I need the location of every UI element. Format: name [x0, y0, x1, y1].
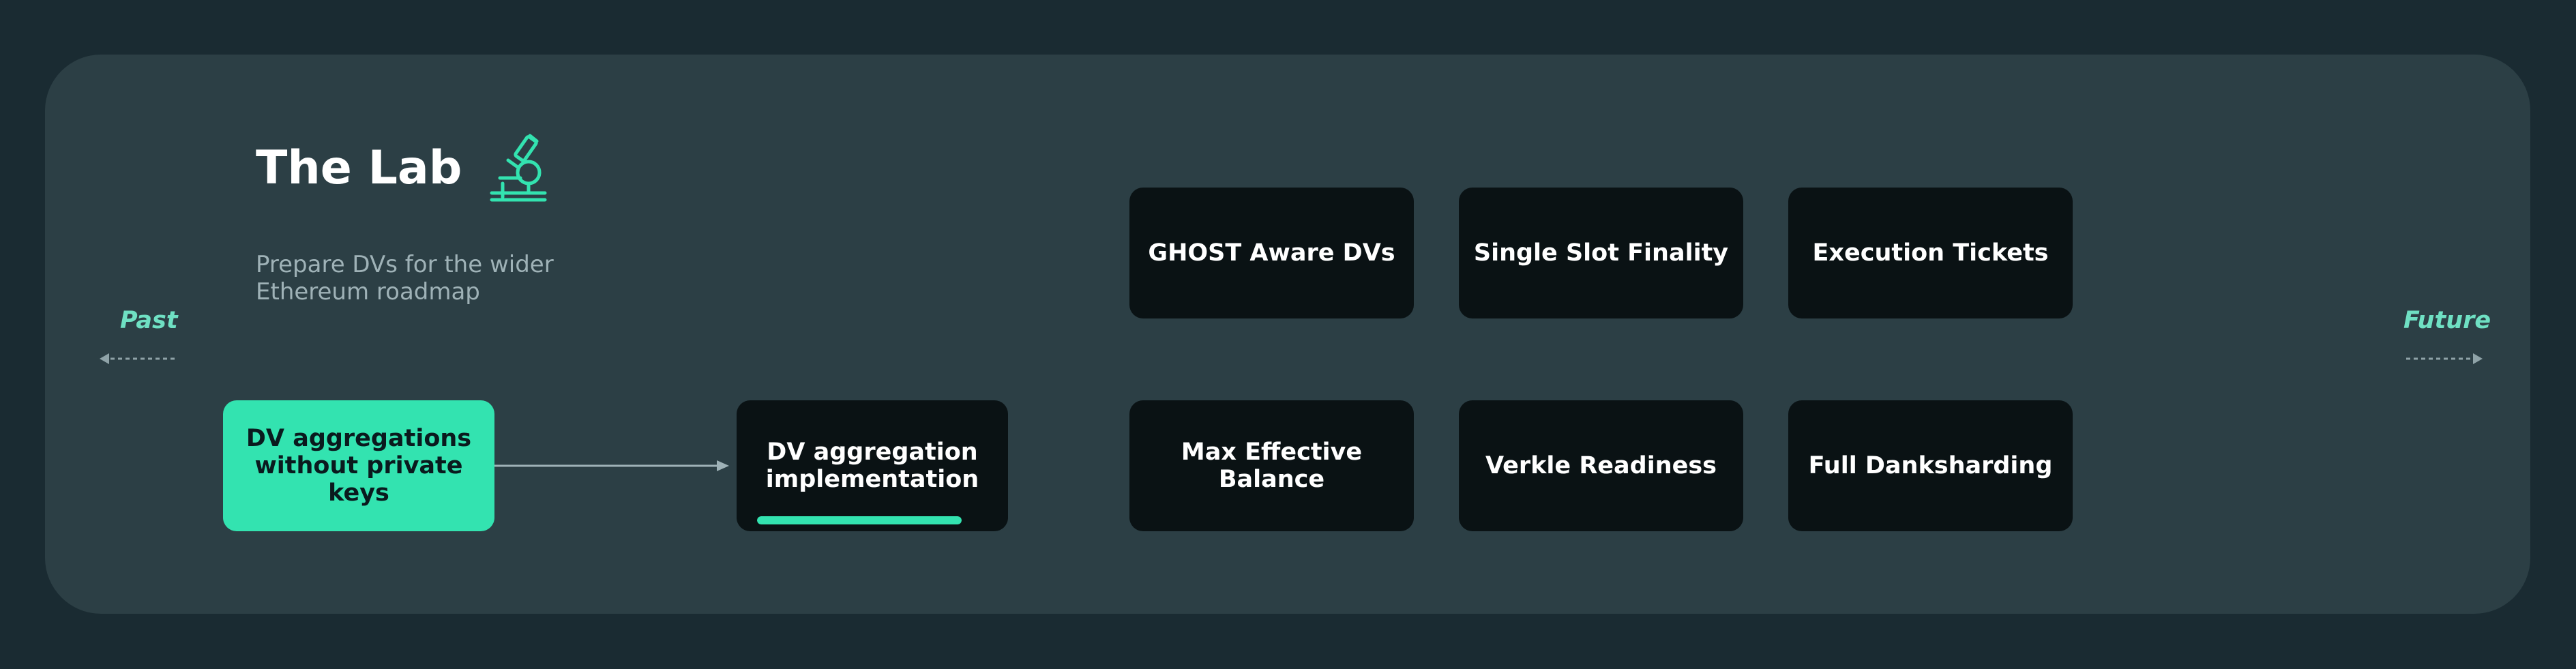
node-dv-aggregations-without-private-keys: DV aggregations without private keys	[223, 400, 494, 531]
node-single-slot-finality: Single Slot Finality	[1459, 188, 1743, 318]
future-arrow-icon	[2406, 353, 2483, 364]
node-label: GHOST Aware DVs	[1148, 239, 1395, 267]
node-label: DV aggregation implementation	[765, 438, 979, 493]
node-label: DV aggregations without private keys	[246, 425, 472, 507]
microscope-icon	[490, 134, 547, 202]
node-label: Verkle Readiness	[1485, 452, 1717, 479]
node-label: Max Effective Balance	[1181, 438, 1363, 493]
past-arrow-icon	[100, 353, 176, 364]
progress-bar-fill	[757, 516, 962, 524]
progress-bar	[757, 516, 962, 524]
title-row: The Lab	[256, 133, 549, 204]
page-title: The Lab	[256, 141, 462, 195]
future-label: Future	[2403, 307, 2491, 334]
node-full-danksharding: Full Danksharding	[1788, 400, 2073, 531]
node-label: Full Danksharding	[1808, 452, 2053, 479]
node-verkle-readiness: Verkle Readiness	[1459, 400, 1743, 531]
past-label: Past	[120, 307, 178, 334]
node-label: Single Slot Finality	[1473, 239, 1729, 267]
node-label: Execution Tickets	[1812, 239, 2049, 267]
connector-arrow	[494, 460, 729, 471]
page-subtitle: Prepare DVs for the wider Ethereum roadm…	[256, 251, 554, 306]
node-execution-tickets: Execution Tickets	[1788, 188, 2073, 318]
node-ghost-aware-dvs: GHOST Aware DVs	[1129, 188, 1414, 318]
node-max-effective-balance: Max Effective Balance	[1129, 400, 1414, 531]
node-dv-aggregation-implementation: DV aggregation implementation	[737, 400, 1008, 531]
